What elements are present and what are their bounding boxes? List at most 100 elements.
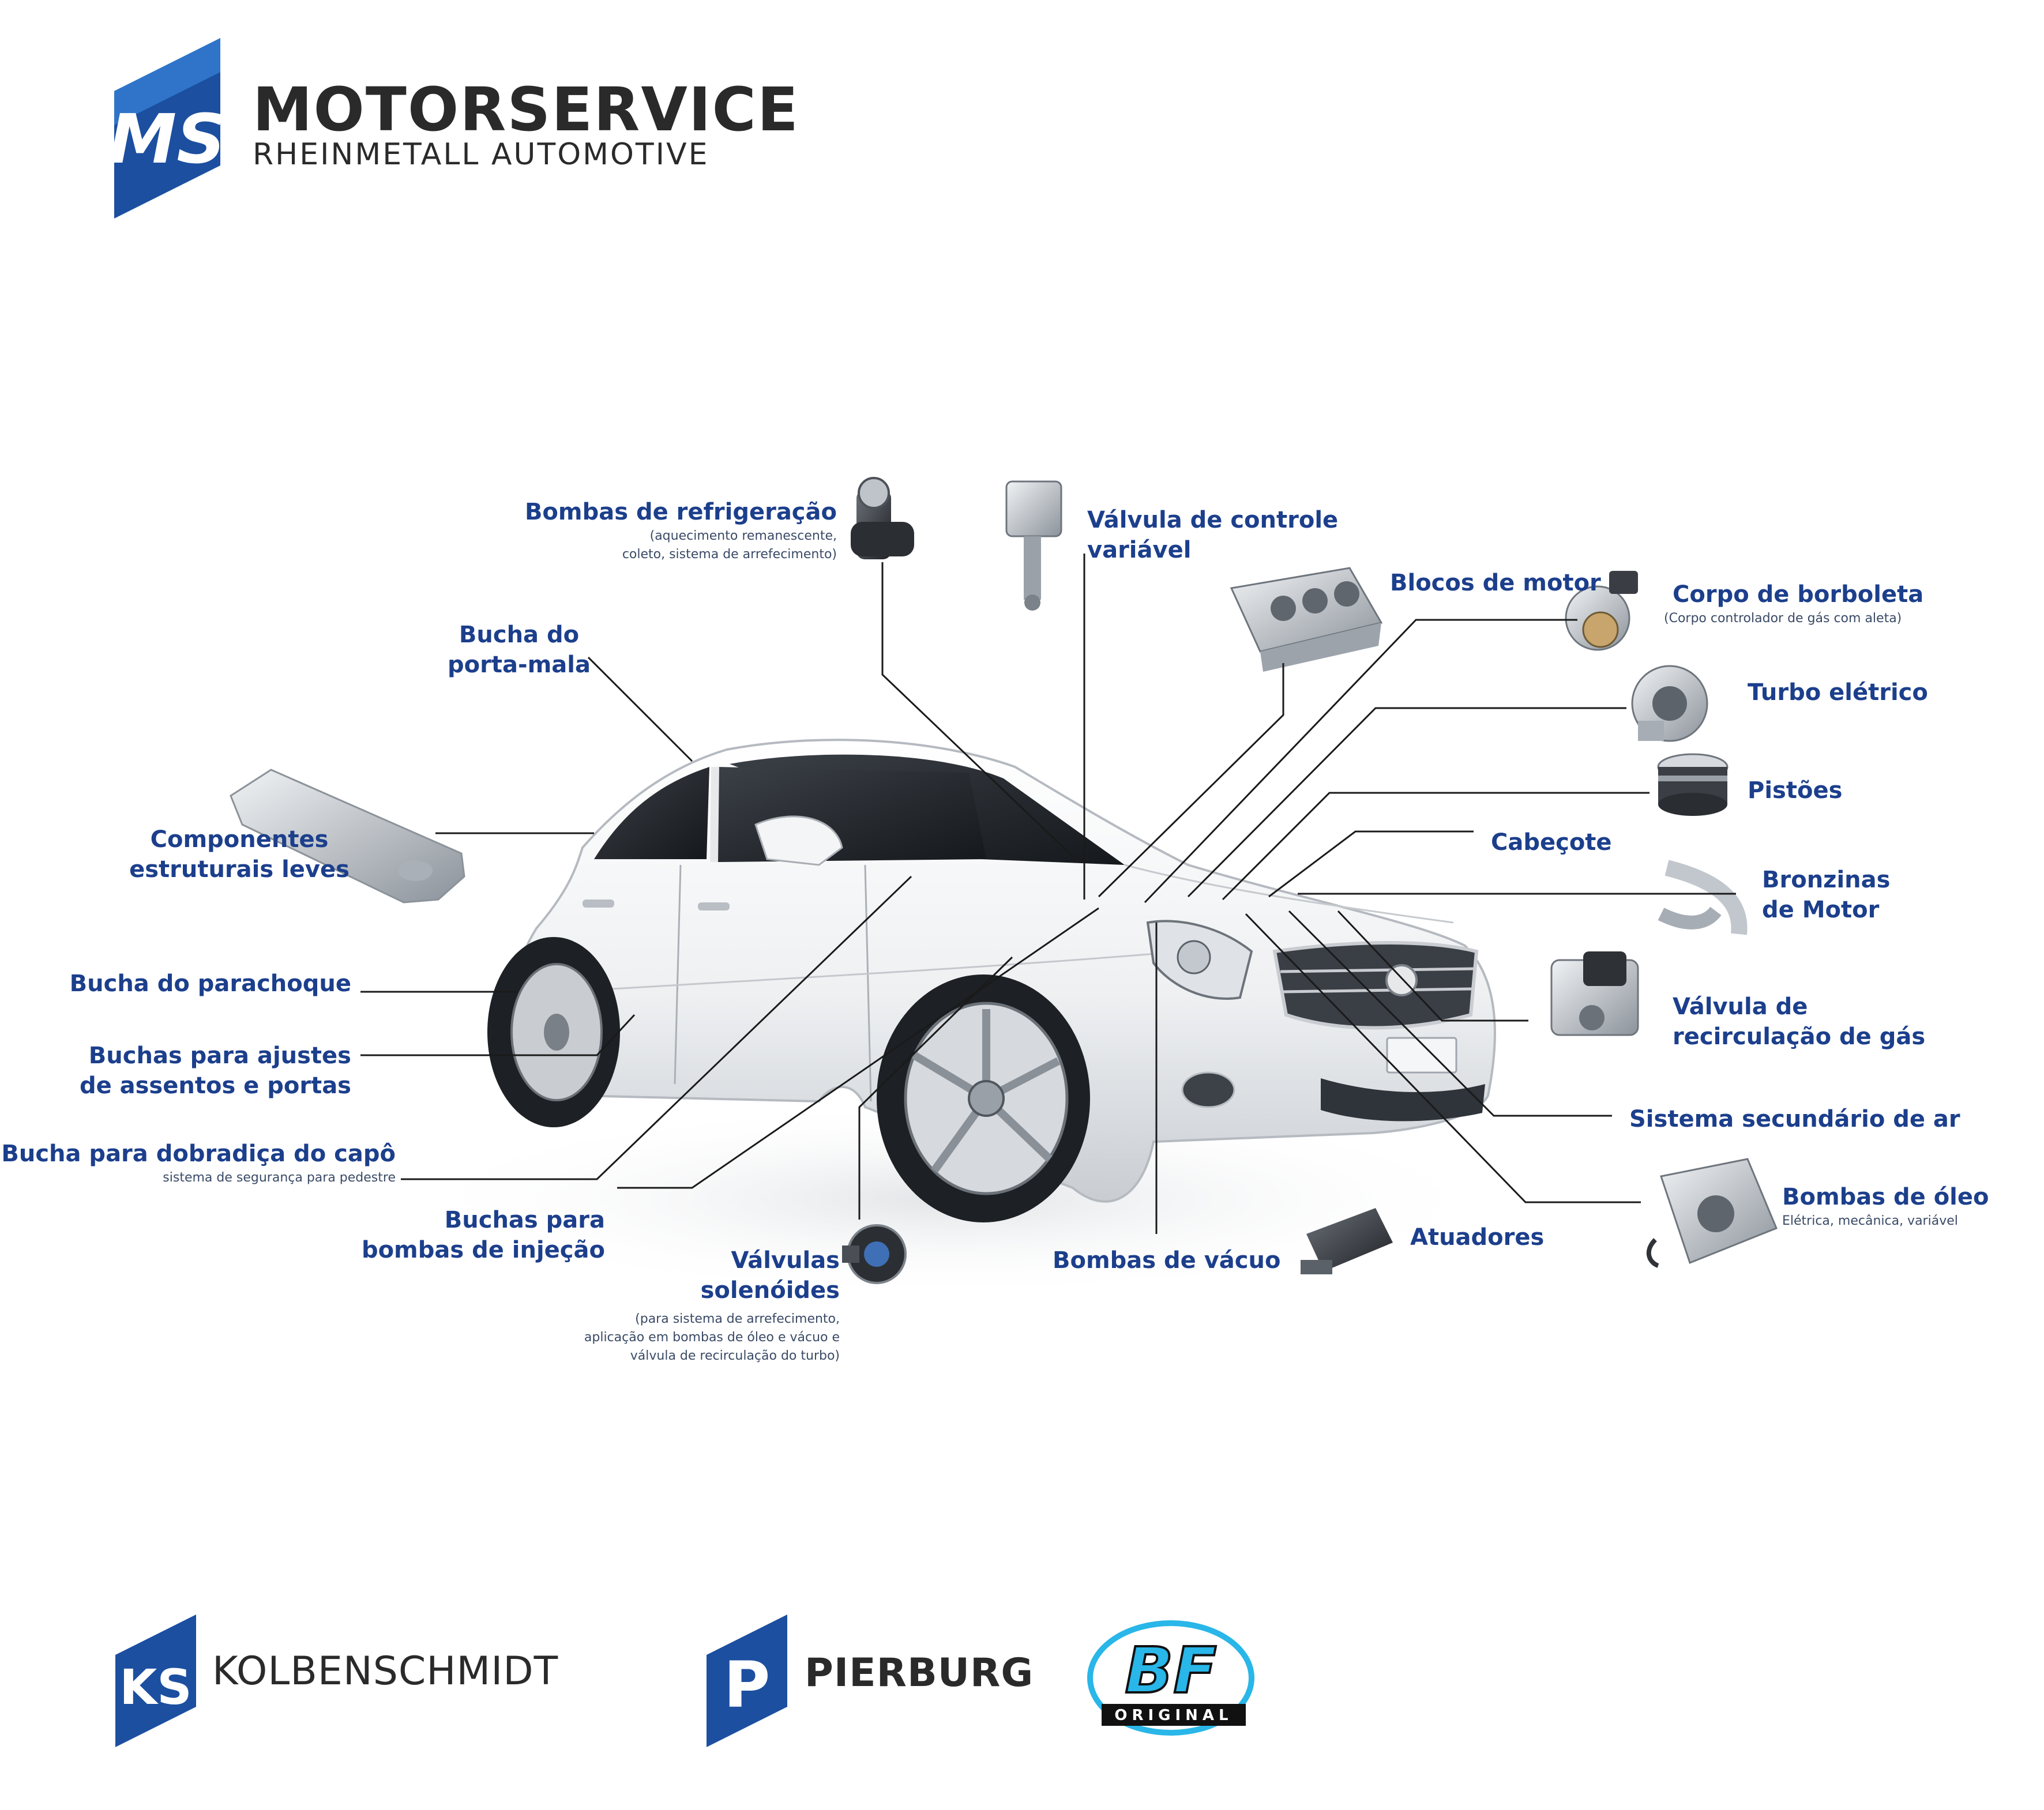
label-sub: (aquecimento remanescente, <box>649 529 837 543</box>
label-sistema-secundario: Sistema secundário de ar <box>1629 1104 1960 1134</box>
leader-lines <box>360 554 1736 1234</box>
brand-name: MOTORSERVICE <box>253 74 799 145</box>
car-grille <box>1272 941 1479 1030</box>
part-electric-turbo <box>1631 665 1708 742</box>
label-title: Bombas de vácuo <box>1053 1247 1281 1274</box>
label-sub: Elétrica, mecânica, variável <box>1782 1214 1958 1228</box>
label-bombas-vacuo: Bombas de vácuo <box>1053 1245 1280 1275</box>
leader-buchas-injecao <box>617 907 1099 1189</box>
bf-logo-letters: BF <box>1125 1634 1217 1707</box>
label-sub: aplicação em bombas de óleo e vácuo e <box>584 1330 840 1345</box>
label-cabecote: Cabeçote <box>1491 827 1612 857</box>
bf-logo-band <box>1102 1704 1246 1726</box>
part-coolant-pump <box>851 477 914 559</box>
label-title: recirculação de gás <box>1673 1023 1926 1050</box>
car-license-plate <box>1386 1037 1457 1074</box>
part-oil-pump <box>1646 1158 1778 1268</box>
label-title: Bronzinas <box>1762 867 1891 893</box>
part-engine-block <box>1230 567 1383 672</box>
label-title: Pistões <box>1748 777 1843 804</box>
leader-blocos-motor <box>1098 663 1284 898</box>
part-variable-control-valve <box>1005 480 1062 611</box>
label-title: Bombas de óleo <box>1782 1184 1989 1210</box>
car-window-pillar <box>710 766 719 863</box>
car-grille-bar <box>1283 987 1472 994</box>
leader-turbo-eletrico <box>1187 707 1626 898</box>
label-title: Bombas de refrigeração <box>524 499 837 525</box>
part-piston <box>1657 753 1729 816</box>
label-sub: (Corpo controlador de gás com aleta) <box>1664 611 1902 626</box>
car-side-mirror <box>754 815 843 866</box>
ks-logo-letters: KS <box>119 1659 192 1715</box>
label-componentes-estruturais: Componentes estruturais leves <box>124 825 355 885</box>
label-turbo-eletrico: Turbo elétrico <box>1748 678 1928 708</box>
bf-logo-sub: ORIGINAL <box>1114 1707 1233 1724</box>
car-lower-intake <box>1321 1078 1485 1122</box>
label-blocos-motor: Blocos de motor <box>1390 568 1601 598</box>
ks-logo-mark <box>115 1615 196 1747</box>
part-engine-bearings <box>1658 860 1748 935</box>
label-corpo-borboleta: Corpo de borboleta (Corpo controlador de… <box>1664 579 1923 628</box>
label-title: Bucha do <box>459 622 580 648</box>
label-title: Cabeçote <box>1491 829 1612 856</box>
car-side-window-front <box>718 767 986 862</box>
label-sub: válvula de recirculação do turbo) <box>630 1348 840 1363</box>
label-bronzinas: Bronzinas de Motor <box>1762 865 1890 925</box>
car-emblem <box>1385 964 1418 996</box>
leader-valvulas-solenoides <box>858 956 1013 1220</box>
part-solenoid-valve <box>842 1224 907 1284</box>
car-door-handle <box>583 900 614 908</box>
label-title: Válvula de controle <box>1087 507 1339 533</box>
car-side-crease <box>565 950 1183 993</box>
ms-logo-highlight <box>114 38 220 125</box>
car-front-wheel <box>877 974 1090 1222</box>
label-title: de Motor <box>1762 897 1880 923</box>
label-sub: sistema de segurança para pedestre <box>163 1171 396 1185</box>
label-bucha-capo: Bucha para dobradiça do capô sistema de … <box>1 1139 396 1187</box>
leader-bucha-capo <box>401 875 912 1180</box>
label-title: Buchas para <box>444 1207 605 1233</box>
leader-buchas-assentos <box>360 1014 636 1056</box>
leader-bombas-oleo <box>1245 913 1641 1203</box>
pierburg-logo: P <box>707 1615 787 1747</box>
label-title: bombas de injeção <box>361 1237 605 1263</box>
leader-pistoes <box>1222 792 1650 901</box>
label-buchas-assentos: Buchas para ajustes de assentos e portas <box>80 1041 351 1101</box>
part-egr-valve <box>1550 951 1639 1036</box>
label-buchas-injecao: Buchas para bombas de injeção <box>362 1205 605 1265</box>
label-title: solenóides <box>700 1277 840 1304</box>
label-title: Corpo de borboleta <box>1673 581 1924 608</box>
leader-cabecote <box>1268 830 1474 898</box>
part-lightweight-structure <box>230 769 465 904</box>
car-rear-wheel <box>487 937 620 1127</box>
label-title: Atuadores <box>1410 1224 1545 1251</box>
label-bombas-oleo: Bombas de óleo Elétrica, mecânica, variá… <box>1782 1182 1989 1231</box>
brand-subtitle: RHEINMETALL AUTOMOTIVE <box>253 137 709 172</box>
label-pistoes: Pistões <box>1748 776 1842 806</box>
label-sub: (para sistema de arrefecimento, <box>635 1312 840 1326</box>
pierburg-logo-mark <box>707 1615 787 1747</box>
car-grille-bar <box>1280 967 1474 973</box>
label-atuadores: Atuadores <box>1410 1222 1544 1252</box>
label-valvulas-solenoides: Válvulas solenóides (para sistema de arr… <box>584 1245 840 1365</box>
label-title: Turbo elétrico <box>1748 679 1928 706</box>
ms-logo-letters: MS <box>109 99 226 179</box>
car-hood-line <box>1124 864 1454 924</box>
leader-bombas-refrigeracao <box>881 562 1077 860</box>
label-title: Válvulas <box>731 1247 840 1274</box>
car-illustration <box>487 739 1496 1222</box>
car-door-line <box>674 864 682 1085</box>
pierburg-logo-letter: P <box>724 1648 771 1722</box>
part-throttle-body <box>1565 571 1638 651</box>
kolbenschmidt-logo: KS <box>115 1615 196 1747</box>
label-bucha-parachoque: Bucha do parachoque <box>70 969 351 999</box>
car-headlight-lens <box>1177 940 1211 974</box>
label-title: Válvula de <box>1673 994 1808 1020</box>
label-title: porta-mala <box>448 652 591 678</box>
label-title: estruturais leves <box>129 856 350 883</box>
car-side-window-rear <box>594 767 709 859</box>
label-title: Sistema secundário de ar <box>1629 1106 1960 1132</box>
label-title: Bucha para dobradiça do capô <box>1 1141 396 1167</box>
kolbenschmidt-name: KOLBENSCHMIDT <box>212 1649 559 1694</box>
label-sub: coleto, sistema de arrefecimento) <box>622 547 837 562</box>
